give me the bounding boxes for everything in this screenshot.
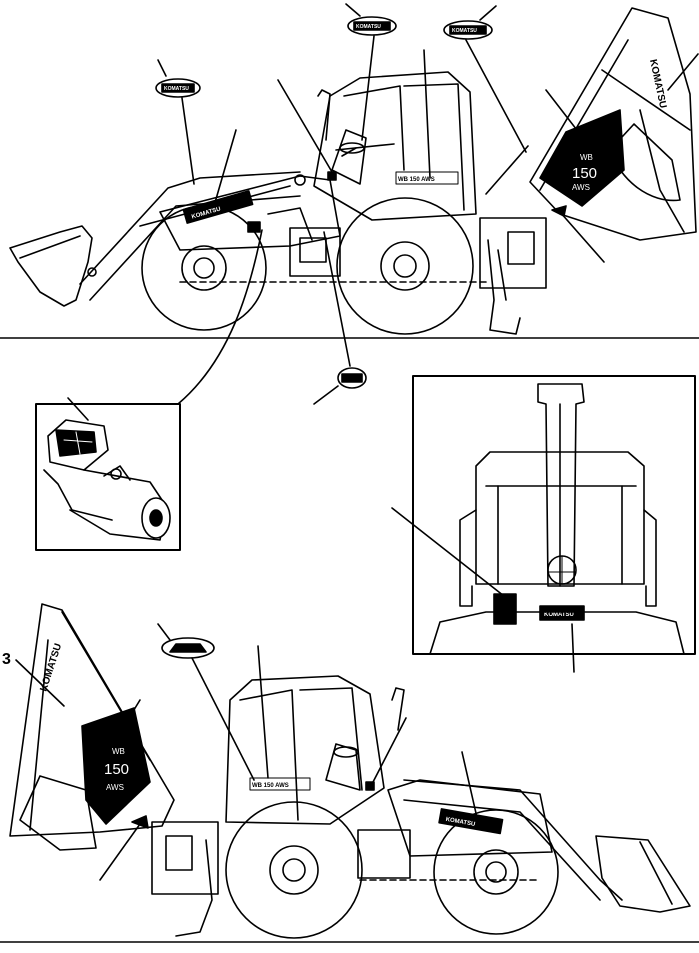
bottom-small-decal-a (365, 781, 375, 791)
starter-leader-line (67, 397, 89, 421)
top-oval-label-2-text: KOMATSU (356, 24, 381, 30)
front-view-leader-1 (391, 507, 505, 597)
bottom-leader-5 (99, 823, 141, 881)
top-aws-decal-number: 150 (572, 165, 597, 182)
top-oval-label-4 (313, 231, 367, 405)
front-view-cab (475, 451, 645, 585)
top-oval-label-2: KOMATSU (345, 3, 397, 141)
top-oval-label-1-text: KOMATSU (164, 86, 189, 92)
bottom-leader-3 (371, 717, 407, 785)
front-view-side-decal (493, 593, 517, 625)
top-leader-5 (545, 89, 581, 135)
bottom-oval-label (157, 623, 255, 781)
top-leader-1 (213, 129, 237, 207)
bottom-hood-komatsu-decal (438, 808, 504, 835)
top-leader-4 (485, 145, 529, 195)
top-stabilizer-leg (487, 239, 521, 335)
bottom-stabilizer-leg (175, 839, 213, 937)
top-small-decal-a (327, 171, 337, 181)
bottom-loader-bucket (595, 835, 691, 913)
top-exhaust-pipe (317, 89, 331, 141)
top-seat (331, 129, 367, 185)
top-leader-3 (423, 49, 431, 179)
top-loader-bucket (9, 225, 93, 307)
top-aws-decal-wb: WB (580, 153, 593, 162)
front-view-inset: KOMATSU (391, 375, 696, 673)
bottom-aws-decal-wb: WB (112, 747, 125, 756)
top-leader-6 (667, 53, 699, 91)
bottom-rear-frame (151, 821, 219, 895)
top-oval-label-3: KOMATSU (443, 5, 527, 153)
top-small-decal-c (551, 205, 567, 217)
top-oval-label-3-text: KOMATSU (452, 28, 477, 34)
front-view-right-mirror (643, 509, 657, 607)
top-rear-wheel (336, 197, 474, 335)
bottom-small-decal-b (131, 815, 149, 829)
bottom-cab (225, 675, 385, 825)
bottom-loader-arm (403, 779, 623, 901)
top-leader-2 (277, 79, 333, 173)
top-step-box (289, 227, 341, 277)
bottom-leader-1 (257, 645, 269, 779)
bottom-backhoe-bucket (19, 775, 97, 851)
bottom-rear-wheel (225, 801, 363, 939)
top-loader-arm (79, 171, 301, 285)
bottom-aws-decal (81, 707, 151, 825)
top-oval-label-1: KOMATSU (155, 59, 201, 185)
bottom-hood-komatsu-text: KOMATSU (445, 817, 475, 828)
bottom-model-decal (249, 777, 311, 791)
bottom-leader-4 (461, 751, 479, 823)
bottom-seat (325, 743, 361, 791)
top-model-decal (395, 171, 459, 185)
top-model-decal-text: WB 150 AWS (398, 177, 435, 183)
top-boom-komatsu-text: KOMATSU (647, 58, 668, 109)
starter-motor-inset (35, 397, 181, 551)
top-cab (313, 71, 477, 221)
top-backhoe-loader: WB 150 AWS WB 150 AWS KOMATSU KOMATSU KO… (0, 3, 699, 405)
bottom-steering-wheel (333, 746, 359, 758)
top-rear-frame (479, 217, 547, 289)
top-steering-wheel (339, 142, 365, 154)
bottom-leader-2 (117, 699, 141, 737)
bottom-exhaust-pipe (391, 687, 405, 731)
top-leader-7 (559, 211, 605, 263)
front-view-body (429, 611, 685, 655)
callout-item-3: 3 (2, 651, 11, 668)
bottom-backhoe-boom (9, 603, 175, 837)
top-backhoe-boom (529, 7, 697, 241)
front-view-komatsu-decal (539, 605, 585, 621)
front-view-left-mirror (459, 509, 477, 607)
front-view-komatsu-text: KOMATSU (544, 612, 574, 618)
bottom-leader-item-3 (15, 659, 65, 707)
bottom-aws-decal-aws: AWS (106, 783, 124, 792)
front-view-boom (537, 383, 585, 587)
bottom-aws-decal-number: 150 (104, 761, 129, 778)
front-view-leader-2 (571, 623, 575, 673)
top-dipper-arm (639, 109, 685, 233)
top-aws-decal-aws: AWS (572, 183, 590, 192)
top-starter-leader-line (177, 229, 263, 405)
bottom-step-box (357, 829, 411, 879)
bottom-model-decal-text: WB 150 AWS (252, 783, 289, 789)
top-aws-decal (539, 109, 625, 207)
top-small-decal-b (247, 221, 261, 233)
